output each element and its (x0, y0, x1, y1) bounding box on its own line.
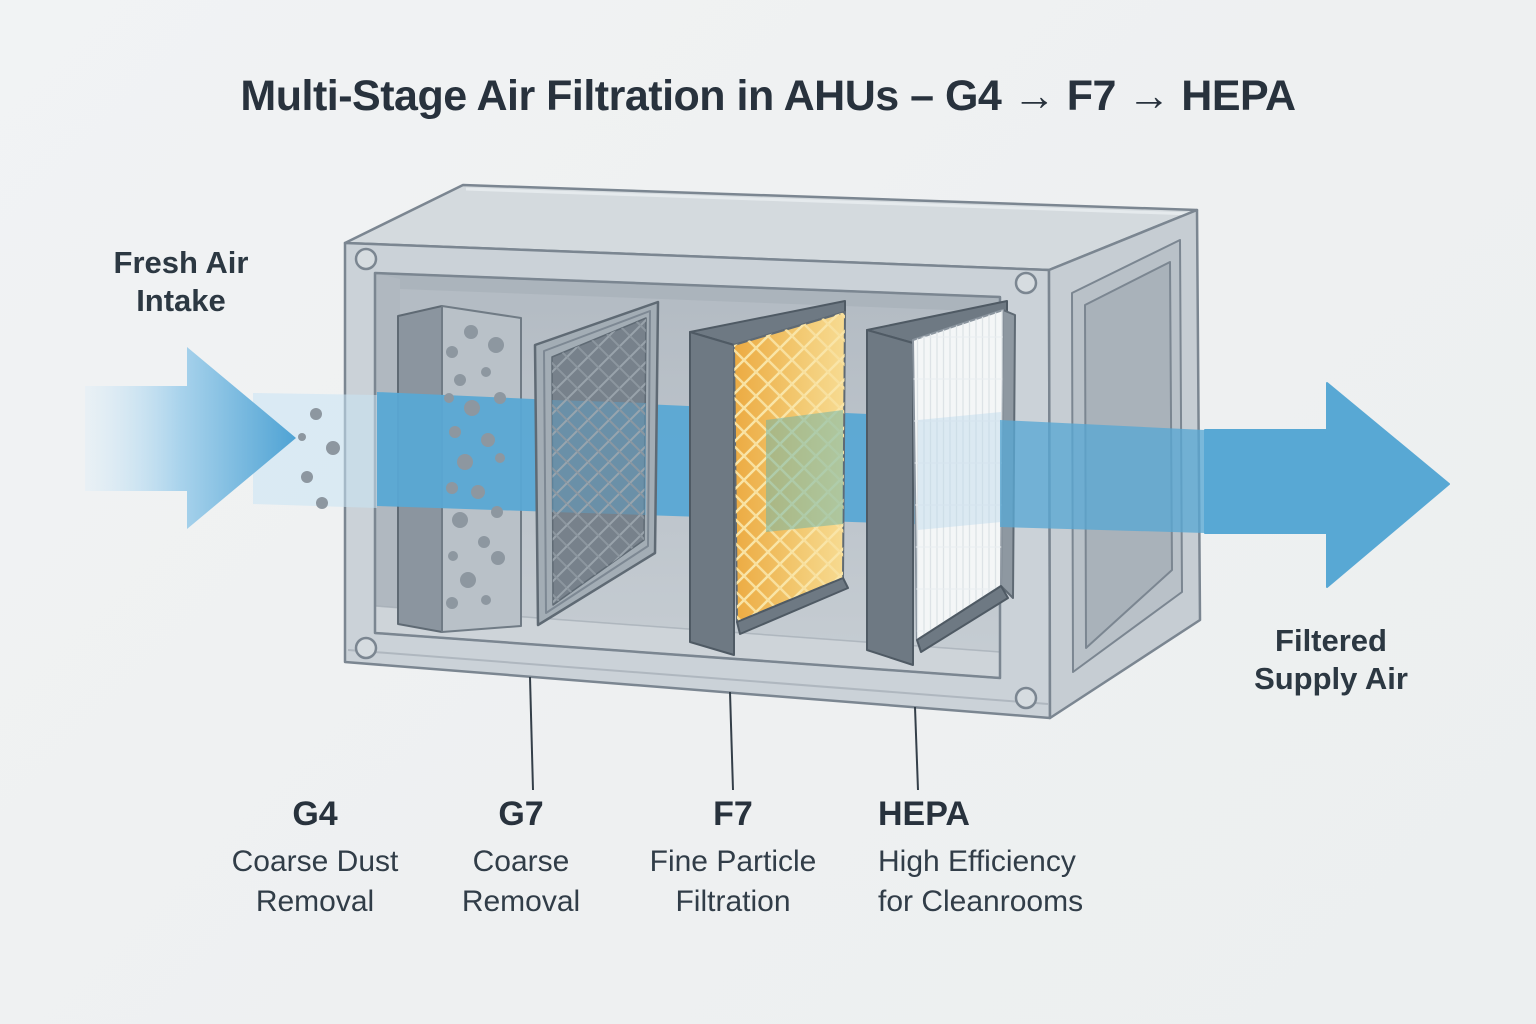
filter-code-hepa: HEPA (878, 795, 970, 833)
g4-dust-dots (444, 325, 506, 609)
filter-g7-graphic (533, 300, 660, 627)
frame-bolts (354, 247, 1038, 710)
filter-label-hepa: HEPA High Efficiency for Cleanrooms (878, 795, 1178, 921)
airflow-arrow-right (1000, 382, 1450, 588)
page-title: Multi-Stage Air Filtration in AHUs – G4 … (240, 72, 1296, 120)
filter-label-f7: F7 Fine Particle Filtration (583, 795, 883, 921)
filter-code-f7: F7 (713, 795, 753, 833)
filter-code-g4: G4 (292, 795, 338, 833)
leader-line-f7 (729, 691, 734, 791)
filter-desc-hepa: High Efficiency for Cleanrooms (878, 845, 1084, 918)
incoming-dust-dots (298, 408, 340, 509)
leader-lines (529, 676, 919, 791)
airflow-arrow-left (85, 347, 377, 529)
filter-code-g7: G7 (498, 795, 544, 833)
filter-desc-f7: Fine Particle Filtration (649, 845, 817, 918)
leader-line-g7 (529, 676, 534, 791)
filter-label-g7: G7 Coarse Removal (371, 795, 671, 921)
filter-label-g4: G4 Coarse Dust Removal (165, 795, 465, 921)
leader-line-hepa (914, 706, 919, 791)
filter-f7-graphic (689, 300, 849, 656)
filter-desc-g7: Coarse Removal (461, 845, 581, 918)
filtered-supply-air-label: Filtered Supply Air (1254, 623, 1408, 696)
fresh-air-intake-label: Fresh Air Intake (113, 245, 249, 318)
filter-desc-g4: Coarse Dust Removal (231, 845, 399, 918)
